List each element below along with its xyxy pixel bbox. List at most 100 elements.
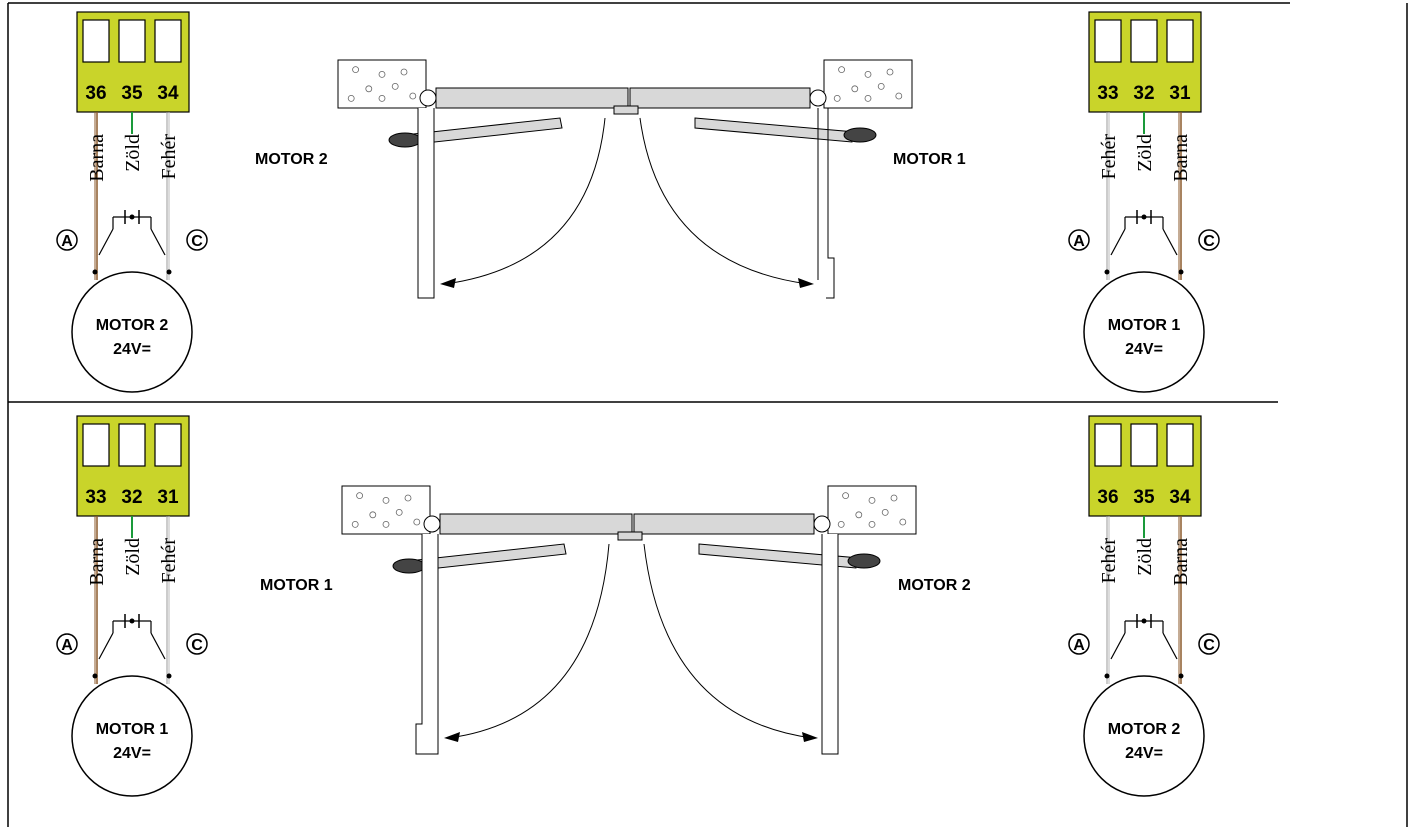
concrete-texture xyxy=(382,521,390,528)
concrete-texture xyxy=(413,518,421,526)
terminal-number: 36 xyxy=(1097,487,1118,508)
swing-arc-left xyxy=(444,117,606,285)
concrete-texture xyxy=(347,95,355,102)
gate-stop xyxy=(617,531,643,541)
switch-contact xyxy=(1162,228,1178,256)
terminal-slot xyxy=(82,423,110,467)
motor-circle xyxy=(1083,675,1205,797)
marker-a-circle xyxy=(1068,633,1090,655)
terminal-slot xyxy=(1130,19,1158,63)
junction-dot xyxy=(129,214,135,220)
terminal-number: 35 xyxy=(1133,487,1155,508)
actuator-motor-left xyxy=(392,558,426,574)
marker-c-circle xyxy=(186,229,208,251)
concrete-texture xyxy=(365,85,373,93)
open-leaf-left xyxy=(417,108,435,299)
concrete-texture xyxy=(833,95,841,102)
wire-label: Zöld xyxy=(1134,134,1156,172)
concrete-pillar xyxy=(827,485,917,535)
concrete-texture xyxy=(851,85,859,93)
junction-dot xyxy=(92,673,98,679)
concrete-texture xyxy=(838,66,845,73)
marker-c-label: C xyxy=(1203,233,1215,250)
concrete-texture xyxy=(864,71,872,78)
marker-c-label: C xyxy=(1203,637,1215,654)
terminal-number: 32 xyxy=(1133,83,1154,104)
motor-voltage: 24V= xyxy=(113,745,151,762)
junction-dot xyxy=(129,618,135,624)
marker-a-circle xyxy=(56,229,78,251)
marker-c-label: C xyxy=(191,637,203,654)
concrete-texture xyxy=(404,494,412,502)
actuator-arm-right xyxy=(694,117,856,143)
switch-contact xyxy=(98,632,114,660)
concrete-texture xyxy=(890,494,898,502)
gate-motor-label-right: MOTOR 2 xyxy=(898,577,971,594)
concrete-texture xyxy=(855,511,863,519)
gate-motor-label-left: MOTOR 1 xyxy=(260,577,333,594)
concrete-texture xyxy=(382,497,390,504)
switch-contact xyxy=(150,228,166,256)
motor-name: MOTOR 2 xyxy=(96,317,169,334)
wire-label: Fehér xyxy=(1098,134,1120,180)
motor-name: MOTOR 1 xyxy=(96,721,169,738)
gate-leaf-right xyxy=(629,87,811,109)
concrete-texture xyxy=(899,518,907,526)
marker-a-label: A xyxy=(1073,637,1085,654)
concrete-texture xyxy=(881,509,889,516)
junction-dot xyxy=(166,673,172,679)
swing-arc-right xyxy=(643,543,813,739)
junction-dot xyxy=(1141,214,1147,220)
hinge-roller xyxy=(809,89,827,107)
switch-contact xyxy=(98,228,114,256)
hinge-roller xyxy=(813,515,831,533)
swing-arc-left xyxy=(448,543,610,739)
switch-contact xyxy=(150,632,166,660)
concrete-pillar xyxy=(337,59,427,109)
terminal-number: 34 xyxy=(1169,487,1191,508)
terminal-number: 35 xyxy=(121,83,143,104)
concrete-pillar xyxy=(823,59,913,109)
motor-circle xyxy=(1083,271,1205,393)
wire-label: Zöld xyxy=(122,538,144,576)
concrete-texture xyxy=(378,71,386,78)
terminal-slot xyxy=(118,19,146,63)
marker-a-label: A xyxy=(61,637,73,654)
concrete-pillar xyxy=(341,485,431,535)
concrete-texture xyxy=(378,95,386,102)
concrete-texture xyxy=(886,68,894,76)
terminal-slot xyxy=(154,19,182,63)
marker-a-circle xyxy=(1068,229,1090,251)
terminal-number: 33 xyxy=(85,487,106,508)
concrete-texture xyxy=(895,92,903,100)
swing-arrow-right xyxy=(802,732,818,742)
junction-dot xyxy=(1141,618,1147,624)
marker-a-label: A xyxy=(1073,233,1085,250)
gate-stop xyxy=(613,105,639,115)
concrete-texture xyxy=(868,521,876,528)
junction-dot xyxy=(1178,673,1184,679)
wire-label: Fehér xyxy=(1098,538,1120,584)
actuator-motor-right xyxy=(843,127,877,143)
open-leaf-right xyxy=(821,534,839,755)
swing-arrow-left xyxy=(444,732,460,742)
switch-contact xyxy=(1162,632,1178,660)
concrete-texture xyxy=(842,492,849,499)
concrete-texture xyxy=(400,68,408,76)
concrete-texture xyxy=(409,92,417,100)
wire-label: Barna xyxy=(1170,134,1192,182)
marker-a-circle xyxy=(56,633,78,655)
gate-motor-label-left: MOTOR 2 xyxy=(255,151,328,168)
hinge-roller xyxy=(423,515,441,533)
terminal-number: 34 xyxy=(157,83,179,104)
terminal-number: 32 xyxy=(121,487,142,508)
concrete-texture xyxy=(352,66,360,73)
motor-circle xyxy=(71,675,193,797)
terminal-number: 31 xyxy=(1169,83,1191,104)
concrete-texture xyxy=(877,83,885,90)
